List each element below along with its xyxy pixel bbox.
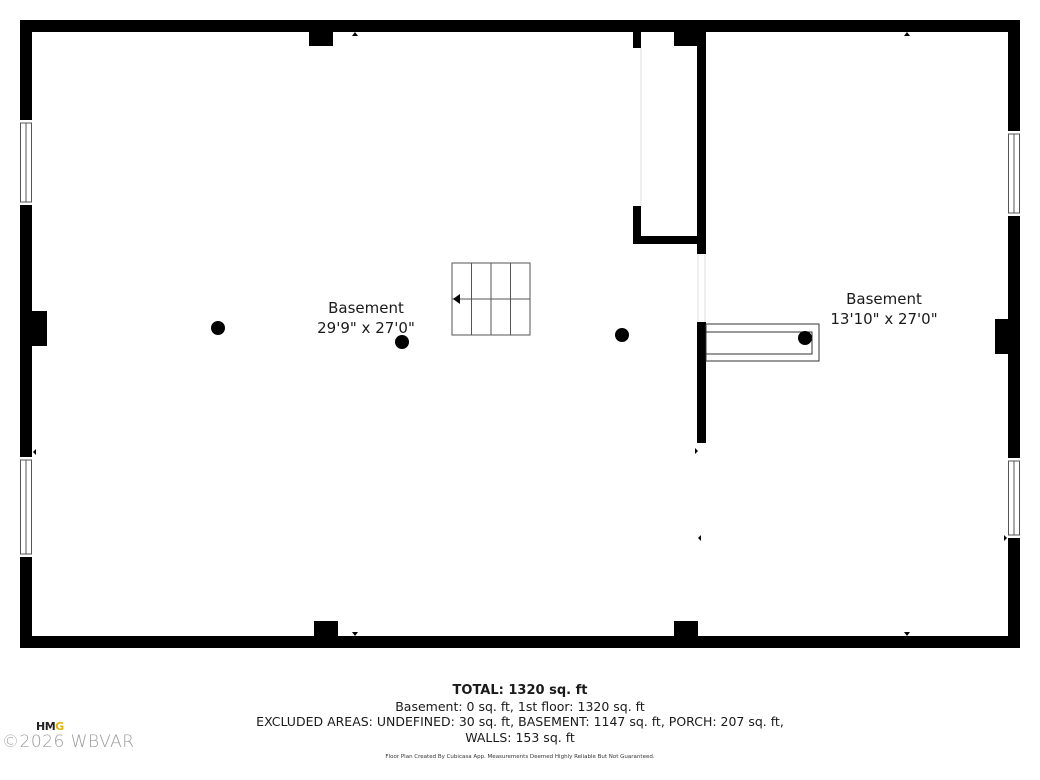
excluded-areas: EXCLUDED AREAS: UNDEFINED: 30 sq. ft, BA… <box>256 714 784 729</box>
floor-plan-drawing <box>20 20 1020 648</box>
disclaimer: Floor Plan Created By Cubicasa App. Meas… <box>385 754 655 760</box>
room-dimensions: 13'10" x 27'0" <box>830 310 938 328</box>
window-right-upper <box>1008 131 1020 216</box>
stairs <box>451 262 531 336</box>
hmg-logo-icon: HMG <box>36 720 64 733</box>
room-name: Basement <box>328 299 404 317</box>
total-area: TOTAL: 1320 sq. ft <box>452 683 588 698</box>
room-name: Basement <box>846 290 922 308</box>
exterior-walls <box>20 20 1020 648</box>
stairs-direction-arrow-icon <box>453 294 460 304</box>
interior-walls <box>633 30 706 443</box>
pilasters <box>32 30 1010 638</box>
walls-area: WALLS: 153 sq. ft <box>465 729 575 745</box>
doorway-opening <box>697 254 706 322</box>
room-dimensions: 29'9" x 27'0" <box>317 319 415 337</box>
window-right-lower <box>1008 458 1020 538</box>
window-left-upper <box>20 120 32 205</box>
ledge <box>705 323 820 362</box>
window-left-lower <box>20 457 32 557</box>
support-columns <box>211 321 812 349</box>
logo-accent-text: G <box>55 720 64 733</box>
copyright-text: ©2026 WBVAR <box>2 732 135 752</box>
area-summary: TOTAL: 1320 sq. ft Basement: 0 sq. ft, 1… <box>220 683 820 745</box>
logo-text: HM <box>36 720 56 733</box>
room-label-basement-left: Basement 29'9" x 27'0" <box>286 298 446 338</box>
room-label-basement-right: Basement 13'10" x 27'0" <box>804 289 964 329</box>
area-breakdown: Basement: 0 sq. ft, 1st floor: 1320 sq. … <box>395 698 645 714</box>
wall-markers <box>33 32 1007 636</box>
